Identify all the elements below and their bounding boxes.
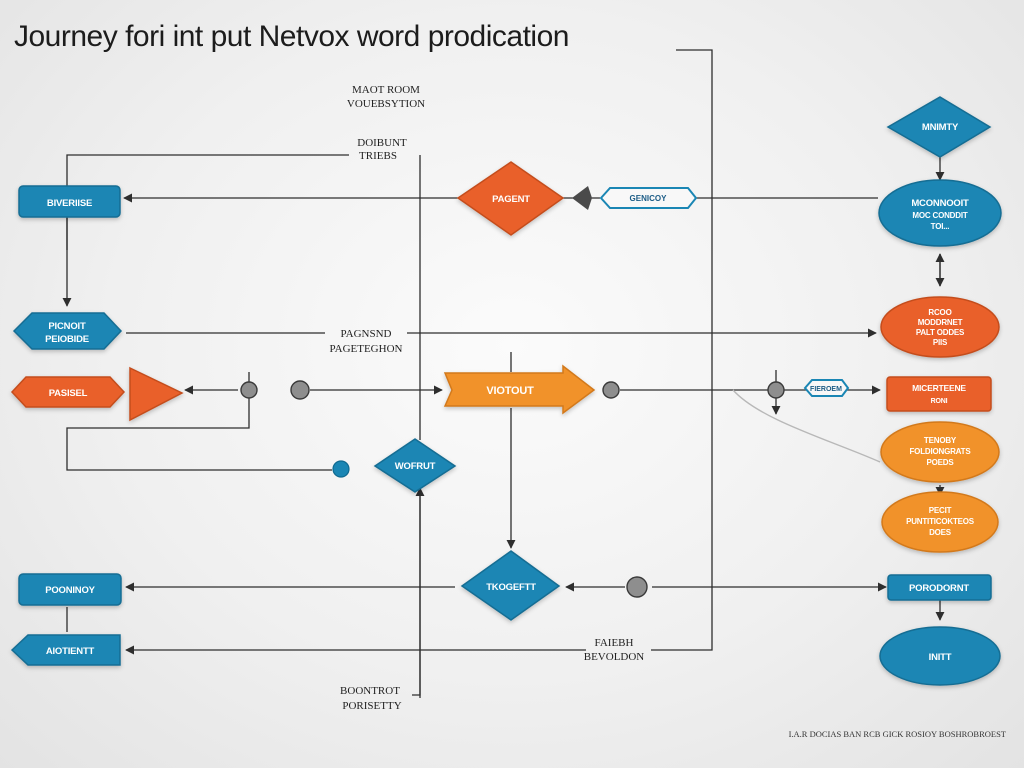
svg-text:MCONNOOIT: MCONNOOIT [911, 198, 969, 209]
node-left-rect-2[interactable]: POONINOY [18, 573, 122, 606]
svg-text:PALT ODDES: PALT ODDES [916, 328, 965, 337]
node-right-diamond[interactable]: MNIMTY [886, 96, 992, 158]
node-center-orange-diamond[interactable]: PAGENT [456, 161, 565, 236]
svg-text:MODDRNET: MODDRNET [918, 318, 963, 327]
node-right-ellipse-2[interactable]: RCOO MODDRNET PALT ODDES PIIS [880, 296, 1000, 358]
svg-text:INITT: INITT [929, 652, 952, 663]
node-left-hex-line-2: PEIOBIDE [45, 334, 89, 345]
node-right-ellipse-4[interactable]: PECIT PUNTITICOKTEOS DOES [881, 491, 999, 553]
svg-text:PECIT: PECIT [929, 506, 952, 515]
node-right-ellipse-3[interactable]: TENOBY FOLDIONGRATS POEDS [880, 421, 1000, 483]
node-right-tag[interactable]: FIEROEM [803, 379, 850, 397]
annotation-top-b-1: DOIBUNT [357, 137, 407, 149]
svg-text:TKOGEFTT: TKOGEFTT [486, 582, 536, 593]
svg-text:VIOTOUT: VIOTOUT [486, 385, 534, 397]
junction-dot[interactable] [290, 380, 310, 400]
svg-text:DOES: DOES [929, 528, 952, 537]
svg-text:POEDS: POEDS [926, 458, 954, 467]
node-center-tag[interactable]: GENICOY [599, 187, 698, 209]
node-right-ellipse-5[interactable]: INITT [879, 626, 1001, 686]
svg-text:PICNOIT: PICNOIT [48, 321, 86, 332]
node-left-arrow-2[interactable]: AIOTIENTT [10, 634, 121, 666]
orange-triangle-icon [129, 366, 184, 422]
svg-text:TOI...: TOI... [931, 222, 950, 231]
connector-dots [240, 186, 785, 598]
annotation-mid-2: PAGETEGHON [330, 343, 403, 355]
junction-dot[interactable] [332, 460, 350, 478]
ornament-arrowhead [572, 186, 592, 210]
svg-text:MICERTEENE: MICERTEENE [912, 383, 966, 393]
node-left-hex[interactable]: PICNOIT PEIOBIDE [12, 312, 123, 350]
svg-text:MOC CONDDIT: MOC CONDDIT [912, 211, 967, 220]
junction-dot[interactable] [626, 576, 648, 598]
junction-dot[interactable] [240, 381, 258, 399]
svg-text:PORODORNT: PORODORNT [909, 583, 969, 594]
node-center-arrow[interactable]: VIOTOUT [443, 364, 596, 415]
junction-dot[interactable] [767, 381, 785, 399]
annotation-mid-1: PAGNSND [341, 328, 392, 340]
annotation-low-r-1: FAIEBH [595, 637, 634, 649]
node-right-rect-blue[interactable]: PORODORNT [887, 574, 992, 601]
svg-text:FOLDIONGRATS: FOLDIONGRATS [909, 447, 971, 456]
junction-dot[interactable] [602, 381, 620, 399]
svg-text:PASISEL: PASISEL [49, 388, 88, 399]
diagram-title: Journey fori int put Netvox word prodica… [14, 20, 569, 53]
node-left-orange-arrow[interactable]: PASISEL [10, 376, 126, 408]
svg-text:POONINOY: POONINOY [45, 585, 95, 596]
connector-lines [62, 49, 945, 698]
svg-text:RONI: RONI [931, 398, 948, 405]
svg-text:WOFRUT: WOFRUT [395, 461, 436, 472]
node-left-rect-1[interactable]: BIVERIISE [18, 185, 121, 218]
node-left-hex-line-1: PICNOIT [48, 321, 86, 332]
node-right-ellipse-1[interactable]: MCONNOOIT MOC CONDDIT TOI... [878, 179, 1002, 247]
node-center-blue-diamond-1[interactable]: WOFRUT [373, 438, 457, 493]
svg-text:PIIS: PIIS [933, 338, 948, 347]
svg-text:FIEROEM: FIEROEM [810, 386, 842, 393]
svg-text:BIVERIISE: BIVERIISE [47, 198, 92, 209]
node-center-blue-diamond-2[interactable]: TKOGEFTT [460, 550, 561, 621]
footer-caption: I.A.R DOCIAS BAN RCB GICK ROSIOY BOSHROB… [789, 729, 1007, 739]
svg-text:PEIOBIDE: PEIOBIDE [45, 334, 89, 345]
annotation-low-r-2: BEVOLDON [584, 651, 645, 663]
svg-text:GENICOY: GENICOY [630, 194, 668, 203]
annotations: MAOT ROOM VOUEBSYTION DOIBUNT TRIEBS PAG… [330, 84, 645, 712]
svg-text:PUNTITICOKTEOS: PUNTITICOKTEOS [906, 517, 975, 526]
svg-text:AIOTIENTT: AIOTIENTT [46, 646, 95, 657]
annotation-bottom-1: BOONTROT [340, 685, 400, 697]
annotation-top-a-2: VOUEBSYTION [347, 98, 425, 110]
svg-text:RCOO: RCOO [928, 308, 951, 317]
svg-text:PAGENT: PAGENT [492, 194, 530, 205]
annotation-bottom-2: PORISETTY [342, 700, 401, 712]
annotation-top-b-2: TRIEBS [359, 150, 397, 162]
annotation-top-a-1: MAOT ROOM [352, 84, 420, 96]
svg-text:MNIMTY: MNIMTY [922, 122, 959, 133]
node-right-rect-orange[interactable]: MICERTEENE RONI [886, 376, 992, 412]
svg-text:TENOBY: TENOBY [924, 436, 957, 445]
